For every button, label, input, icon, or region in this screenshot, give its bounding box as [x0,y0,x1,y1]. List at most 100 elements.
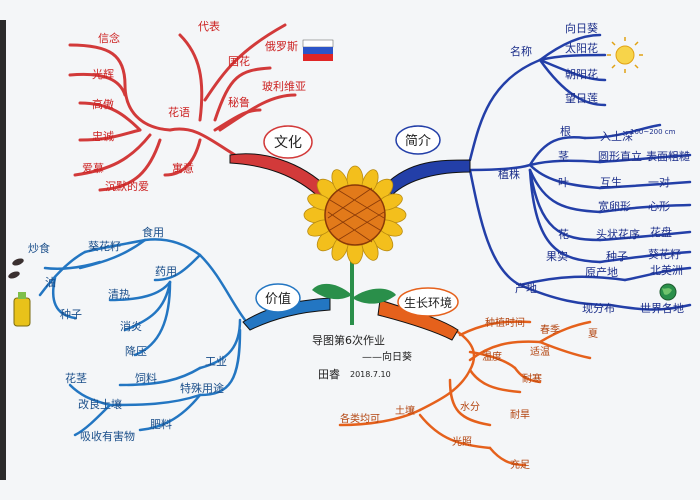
plant-note-0: 100~200 cm [630,128,676,136]
env-soil-label: 土壤 [395,404,415,417]
plant-name-2: 朝阳花 [565,68,598,81]
culture-branch-lines [68,23,297,192]
plant-origin-label: 产地 [515,281,537,295]
culture-bubble: 文化 [263,125,313,159]
plant-detail-0: 入土深 [600,130,633,143]
culture-trunk [229,153,331,199]
culture-item-1: 光辉 [92,67,114,81]
culture-item-3: 忠诚 [92,130,114,143]
flower-language-label: 花语 [168,106,190,119]
value-food-label: 食用 [142,225,164,239]
plant-trunk [384,159,471,196]
value-branch-lines [38,238,247,437]
plant-note-1: 表面粗糙 [646,149,690,163]
plant-name-1: 太阳花 [565,42,598,55]
oil-bottle-icon [13,292,31,327]
env-water-label: 水分 [460,401,480,413]
sun-icon [607,37,643,73]
culture-item-5: 沉默的爱 [105,179,149,193]
plant-part-2: 叶 [558,176,569,189]
plant-detail-3: 宽卵形 [598,199,631,213]
plant-name-3: 望日莲 [565,92,598,105]
env-time-label: 种植时间 [485,316,525,329]
culture-extra-4: 玻利维亚 [262,80,306,93]
caption-date: 2018.7.10 [350,370,391,379]
value-food-1: 油 [45,275,56,289]
plant-names-label: 名称 [510,44,532,58]
plant-part-4: 花 [558,228,569,241]
russia-flag-icon [302,39,334,61]
plant-top-label: 简介 [405,133,431,149]
value-medicine-2: 降压 [125,344,147,358]
plant-part-5: 果实 [546,249,568,263]
environment-label: 生长环境 [404,295,452,310]
plant-detail-1: 圆形直立 [598,149,642,163]
plant-note-5: 葵花籽 [648,248,681,261]
culture-extra-1: 代表 [198,19,220,33]
value-industry-0: 饲料 [135,371,157,385]
culture-item-4: 爱慕 [82,161,104,175]
env-soil-0: 各类均可 [340,412,380,425]
value-texts: 食用 葵花籽 油 炒食 药用 清热 消炎 降压 工业 饲料 肥料 特殊用途 改良… [28,225,227,443]
plant-origin-0: 原产地 [585,265,618,279]
value-misc-0: 花茎 [65,372,87,385]
plant-note-3: 心形 [648,200,670,213]
culture-extra-0: 国花 [228,55,250,68]
caption-author: 田睿 [318,367,340,381]
value-special-1: 吸收有害物 [80,429,135,443]
plant-detail-4: 头状花序 [596,227,640,241]
env-time-0: 春季 [540,324,560,336]
value-food-2: 炒食 [28,241,50,255]
value-special-label: 特殊用途 [180,381,224,395]
plant-note-4: 花盘 [650,225,672,239]
env-light-label: 光照 [452,435,472,448]
plant-texts: 植株 名称 向日葵 太阳花 朝阳花 望日莲 根 茎 叶 花 果实 入土深 圆形直… [498,21,690,315]
spiral-binding [0,20,6,480]
value-medicine-1: 消炎 [120,319,142,333]
env-temp-label: 温度 [482,350,502,363]
value-misc-1: 种子 [60,307,82,321]
value-industry-1: 肥料 [150,417,172,431]
center-caption: 导图第6次作业 ——向日葵 田睿 2018.7.10 [312,333,412,381]
plant-detail-2: 互生 [600,175,622,189]
culture-extra-2: 俄罗斯 [265,40,298,53]
environment-bubble: 生长环境 [397,287,459,317]
culture-label: 文化 [274,135,302,151]
caption-subtitle: ——向日葵 [362,350,412,363]
env-temp-0: 适温 [530,346,550,358]
env-light-0: 充足 [510,458,530,471]
environment-texts: 种植时间 春季 夏 温度 适温 耐寒 土壤 各类均可 水分 耐旱 光照 充足 [340,316,598,471]
env-time-1: 夏 [588,328,598,340]
plant-part-1: 茎 [558,150,569,163]
value-label: 价值 [265,291,291,307]
culture-item-2: 高傲 [92,97,114,111]
sunflower-icon [303,165,407,325]
globe-icon [659,283,677,301]
value-special-0: 改良土壤 [78,397,122,411]
plant-bubble: 简介 [395,125,441,155]
culture-extra-5: 寓意 [172,161,194,175]
plant-label: 植株 [498,167,520,181]
value-bubble: 价值 [255,283,301,313]
value-food-0: 葵花籽 [88,240,121,253]
plant-detail-5: 种子 [606,249,628,263]
plant-note-2: 一对 [648,175,670,189]
environment-branch-lines [338,320,592,467]
env-water-0: 耐旱 [510,408,530,421]
plant-branch-lines [468,33,692,311]
value-industry-label: 工业 [205,355,227,368]
plant-origin-2: 现分布 [582,302,615,315]
culture-extra-3: 秘鲁 [228,95,250,109]
plant-origin-1: 北美洲 [650,264,683,277]
culture-texts: 信念 光辉 高傲 忠诚 爱慕 沉默的爱 花语 国花 代表 俄罗斯 秘鲁 玻利维亚… [82,19,306,193]
seeds-icon [8,258,24,279]
env-temp-1: 耐寒 [522,372,542,385]
caption-title: 导图第6次作业 [312,333,385,347]
value-medicine-label: 药用 [155,265,177,278]
culture-item-0: 信念 [98,31,120,45]
plant-origin-3: 世界各地 [640,301,684,315]
value-medicine-0: 清热 [108,288,130,301]
plant-part-0: 根 [560,124,571,138]
